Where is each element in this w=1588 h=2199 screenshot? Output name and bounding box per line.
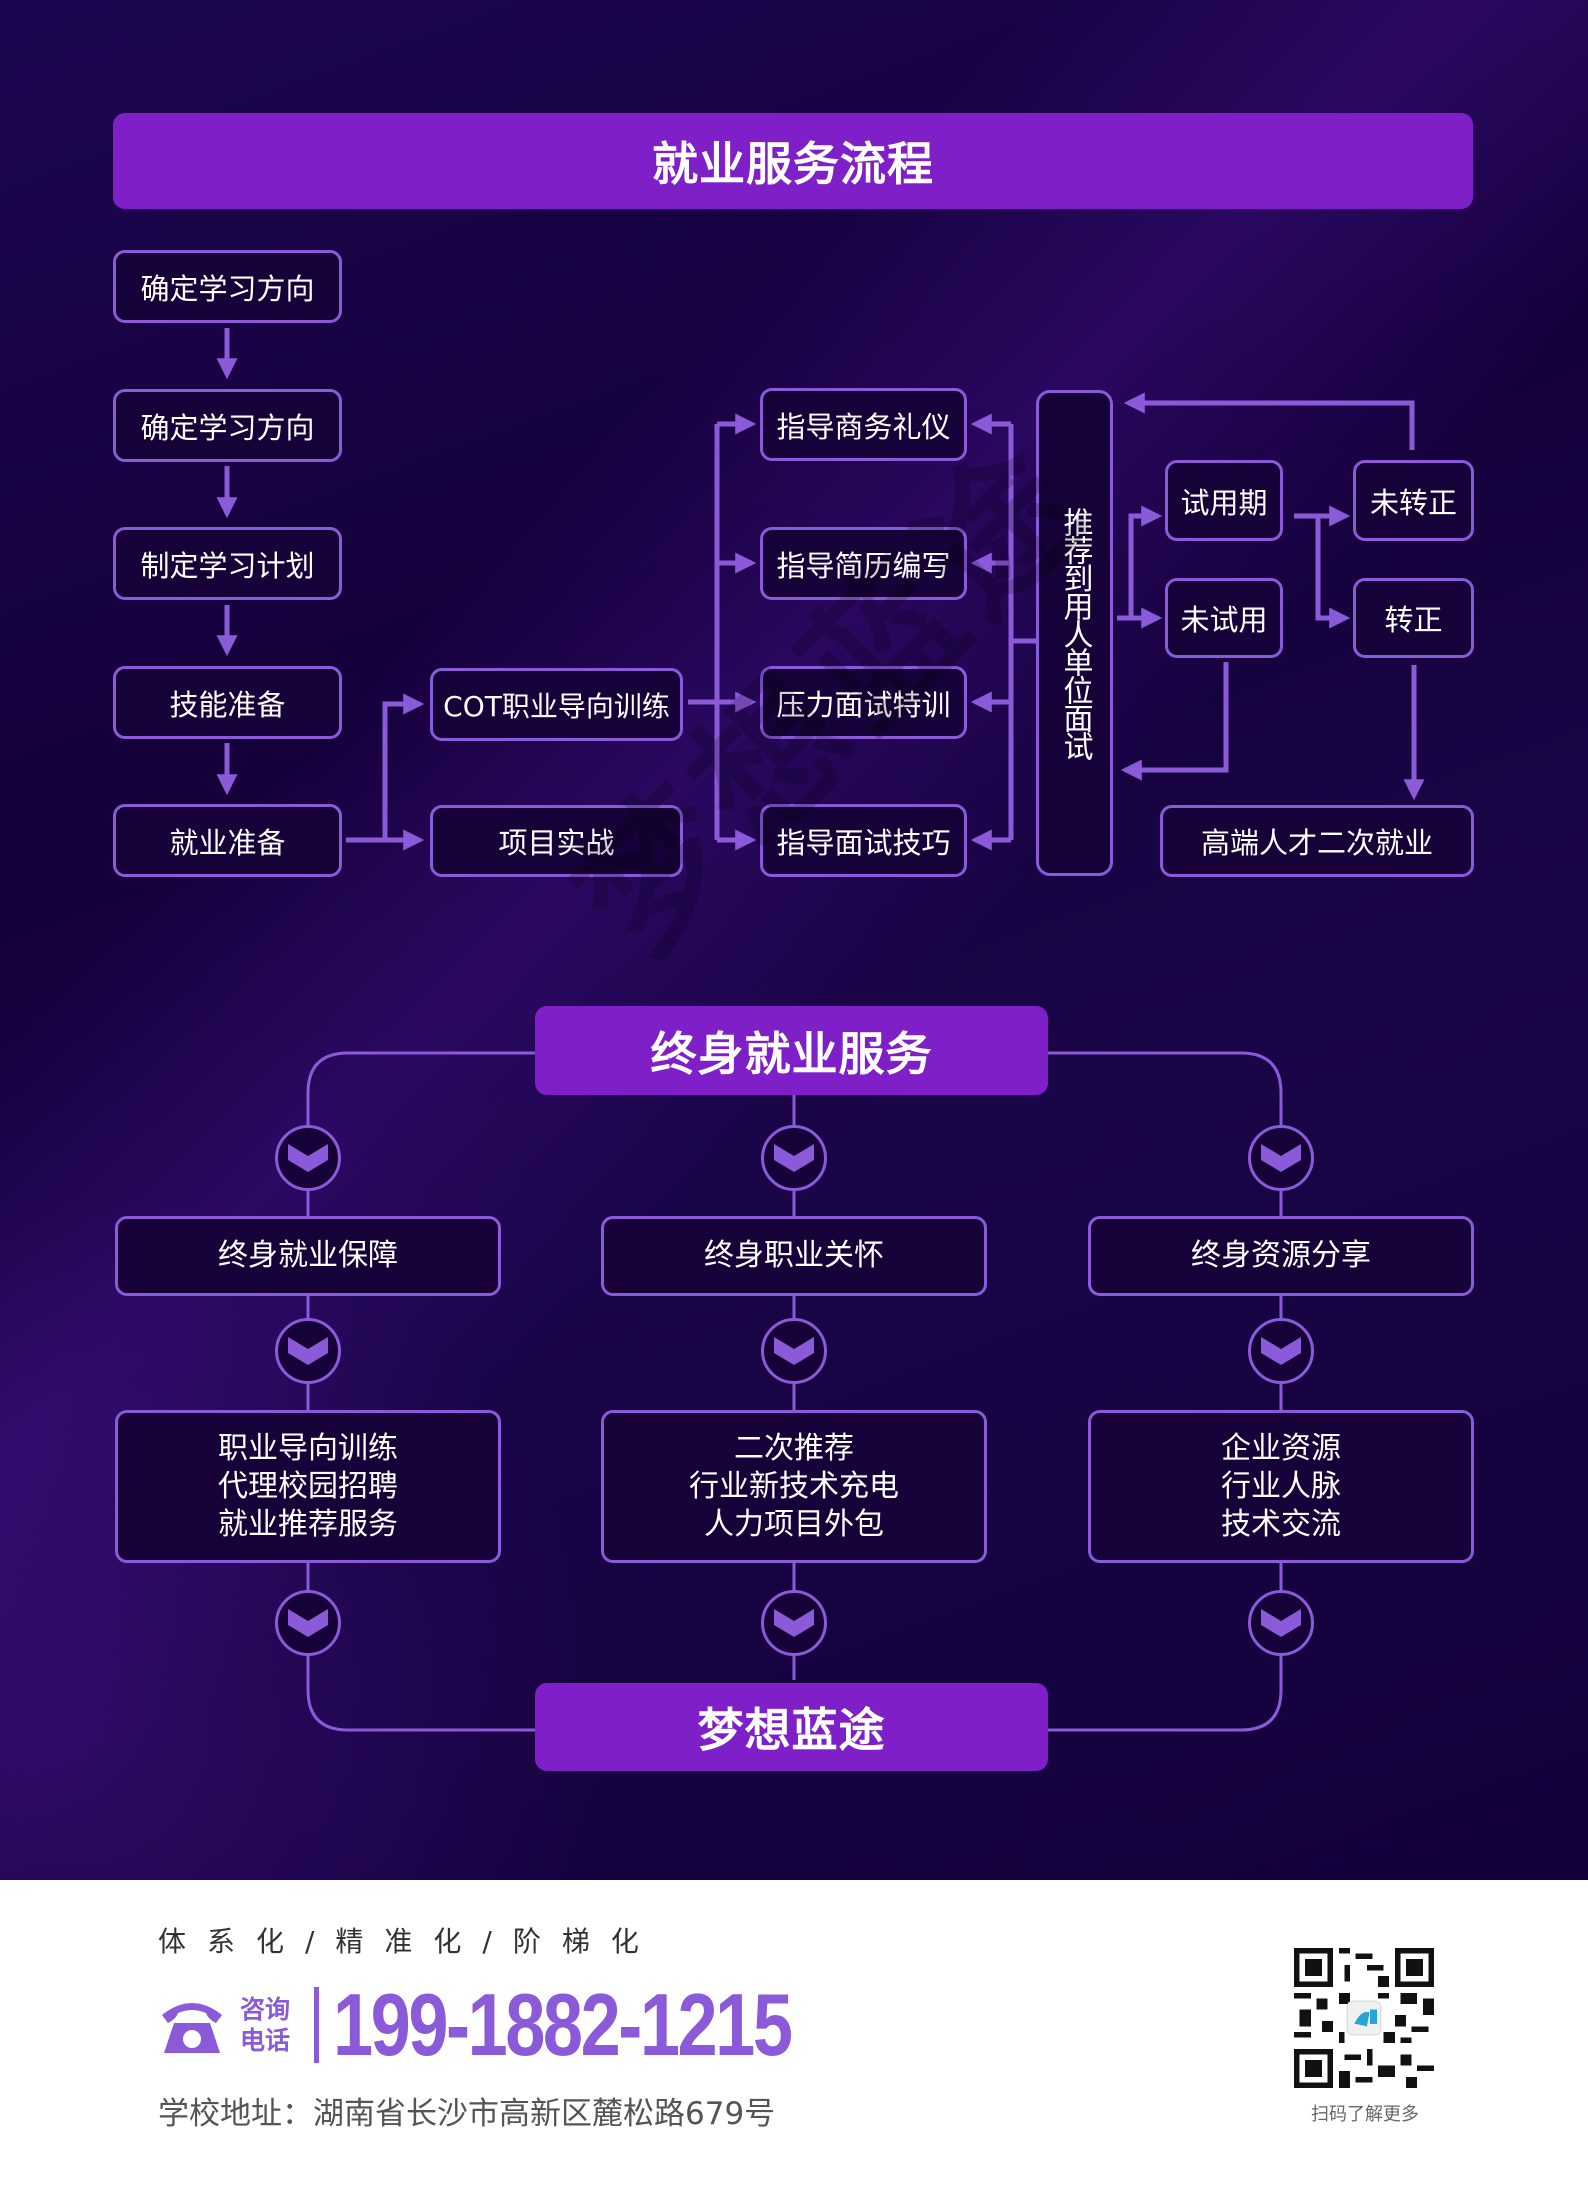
arrow-to-confirmed bbox=[1315, 516, 1351, 629]
step-box: 制定学习计划 bbox=[113, 527, 342, 600]
dream-path-banner: 梦想蓝途 bbox=[535, 1683, 1048, 1771]
process-title-banner: 就业服务流程 bbox=[113, 113, 1473, 209]
arrow-loop-back bbox=[1123, 392, 1415, 450]
lifelong-items-box: 职业导向训练 代理校园招聘 就业推荐服务 bbox=[115, 1410, 501, 1563]
lifelong-right-connector bbox=[1048, 1051, 1283, 1732]
step-label: 技能准备 bbox=[169, 687, 286, 722]
lifelong-item: 就业推荐服务 bbox=[218, 1506, 398, 1542]
guidance-box: 指导简历编写 bbox=[760, 527, 967, 600]
not-confirmed-box: 未转正 bbox=[1353, 460, 1474, 541]
lifelong-item: 人力项目外包 bbox=[704, 1506, 884, 1542]
chevron-down-icon bbox=[275, 1590, 341, 1656]
divider bbox=[314, 1987, 319, 2063]
lifelong-title: 终身就业服务 bbox=[650, 1026, 933, 1081]
step-label: 指导面试技巧 bbox=[776, 825, 951, 860]
chevron-down-icon bbox=[275, 1318, 341, 1384]
chevron-down-icon bbox=[275, 1125, 341, 1191]
lifelong-item: 技术交流 bbox=[1221, 1506, 1341, 1542]
step-label: 项目实战 bbox=[498, 826, 615, 860]
phone-number[interactable]: 199-1882-1215 bbox=[333, 1975, 793, 2074]
lifelong-left-connector bbox=[306, 1051, 535, 1732]
step-label: COT职业导向训练 bbox=[443, 689, 670, 723]
interview-label: 推荐到用人单位面试 bbox=[1057, 507, 1093, 759]
step-label: 确定学习方向 bbox=[140, 410, 315, 445]
lifelong-items-box: 二次推荐 行业新技术充电 人力项目外包 bbox=[601, 1410, 987, 1563]
lifelong-title-banner: 终身就业服务 bbox=[535, 1006, 1048, 1095]
chevron-down-icon bbox=[1248, 1590, 1314, 1656]
step-label: 指导简历编写 bbox=[776, 548, 951, 583]
lifelong-item: 企业资源 bbox=[1221, 1430, 1341, 1466]
dark-background: 就业服务流程 确定学习方向 确定学习方向 制定学习计划 技能准备 就业准备 CO… bbox=[0, 0, 1588, 1880]
step-label: 转正 bbox=[1384, 603, 1443, 637]
step-label: 确定学习方向 bbox=[140, 271, 315, 306]
guidance-box: 指导商务礼仪 bbox=[760, 388, 967, 461]
no-trial-box: 未试用 bbox=[1165, 578, 1283, 658]
step-box: 确定学习方向 bbox=[113, 250, 342, 323]
lifelong-heading: 终身职业关怀 bbox=[704, 1238, 884, 1273]
guidance-box: 压力面试特训 bbox=[760, 666, 967, 739]
step-label: 未试用 bbox=[1180, 603, 1268, 637]
step-label: 压力面试特训 bbox=[776, 687, 951, 722]
slogan: 体系化/精准化/阶梯化 bbox=[158, 1925, 660, 1958]
confirmed-box: 转正 bbox=[1353, 578, 1474, 658]
interview-box: 推荐到用人单位面试 bbox=[1036, 390, 1113, 876]
phone-label: 咨询 电话 bbox=[240, 1994, 294, 2056]
step-label: 指导商务礼仪 bbox=[776, 409, 951, 444]
chevron-down-icon bbox=[761, 1318, 827, 1384]
lifelong-items-box: 企业资源 行业人脉 技术交流 bbox=[1088, 1410, 1474, 1563]
phone-row: 咨询 电话 199-1882-1215 bbox=[158, 1975, 891, 2074]
arrow-to-trial bbox=[1128, 505, 1163, 618]
phone-label-line: 咨询 bbox=[240, 1995, 291, 2024]
qr-caption: 扫码了解更多 bbox=[1311, 2104, 1419, 2125]
chevron-down-icon bbox=[1248, 1318, 1314, 1384]
process-title: 就业服务流程 bbox=[652, 137, 934, 191]
final-box: 高端人才二次就业 bbox=[1160, 805, 1474, 877]
qr-code[interactable] bbox=[1294, 1948, 1434, 2088]
lifelong-heading-box: 终身就业保障 bbox=[115, 1216, 501, 1296]
step-label: 未转正 bbox=[1369, 485, 1457, 520]
step-box: 技能准备 bbox=[113, 666, 342, 739]
lifelong-heading-box: 终身职业关怀 bbox=[601, 1216, 987, 1296]
step-label: 制定学习计划 bbox=[140, 548, 315, 583]
step-box: 就业准备 bbox=[113, 804, 342, 877]
lifelong-item: 行业新技术充电 bbox=[689, 1468, 899, 1504]
lifelong-item: 二次推荐 bbox=[734, 1430, 854, 1466]
guidance-box: 指导面试技巧 bbox=[760, 804, 967, 877]
step-label: 试用期 bbox=[1180, 485, 1268, 520]
arrow-to-cot bbox=[382, 693, 425, 840]
step-label: 就业准备 bbox=[169, 825, 286, 860]
school-address: 学校地址：湖南省长沙市高新区麓松路679号 bbox=[158, 2096, 776, 2132]
step-box: 确定学习方向 bbox=[113, 389, 342, 462]
chevron-down-icon bbox=[761, 1590, 827, 1656]
dream-path-title: 梦想蓝途 bbox=[697, 1703, 886, 1757]
lifelong-item: 行业人脉 bbox=[1221, 1468, 1341, 1504]
trial-box: 试用期 bbox=[1165, 460, 1283, 541]
chevron-down-icon bbox=[761, 1125, 827, 1191]
lifelong-item: 代理校园招聘 bbox=[218, 1468, 398, 1504]
project-practice-box: 项目实战 bbox=[430, 805, 683, 877]
chevron-down-icon bbox=[1248, 1125, 1314, 1191]
phone-label-line: 电话 bbox=[240, 2026, 291, 2055]
lifelong-heading: 终身资源分享 bbox=[1191, 1238, 1371, 1273]
arrow-notrial-back bbox=[1120, 662, 1229, 781]
telephone-icon bbox=[162, 2003, 222, 2053]
lifelong-heading: 终身就业保障 bbox=[218, 1238, 398, 1273]
cot-training-box: COT职业导向训练 bbox=[430, 668, 683, 741]
lifelong-heading-box: 终身资源分享 bbox=[1088, 1216, 1474, 1296]
lifelong-item: 职业导向训练 bbox=[218, 1430, 398, 1466]
step-label: 高端人才二次就业 bbox=[1200, 826, 1433, 860]
